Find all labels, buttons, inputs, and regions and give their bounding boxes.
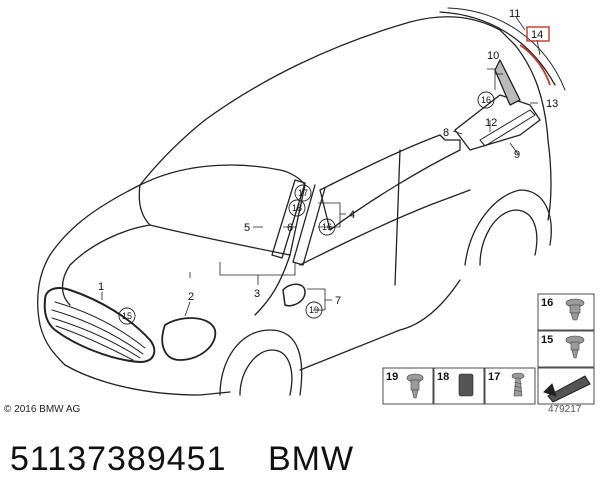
legend-box-arrow bbox=[537, 367, 595, 405]
callout-12: 12 bbox=[485, 117, 497, 129]
callout-13: 13 bbox=[546, 98, 558, 110]
body-outline bbox=[37, 119, 206, 366]
callout-19: 19 bbox=[309, 305, 319, 315]
callout-4: 4 bbox=[349, 209, 355, 221]
callout-10: 10 bbox=[487, 50, 499, 62]
callout-3: 3 bbox=[254, 288, 260, 300]
callout-7: 7 bbox=[335, 295, 341, 307]
roof-spoiler bbox=[439, 11, 556, 86]
screw-17-icon bbox=[511, 372, 525, 397]
callout-16-b: 16 bbox=[481, 95, 491, 105]
callout-5: 5 bbox=[244, 222, 250, 234]
parts-diagram: 1 2 3 4 5 6 7 8 9 10 11 12 13 14 15 17 1… bbox=[37, 7, 595, 405]
callout-11: 11 bbox=[509, 8, 520, 20]
callout-17: 17 bbox=[298, 188, 308, 198]
callout-16-a: 16 bbox=[322, 222, 332, 232]
clip-16-icon bbox=[565, 298, 585, 321]
drawing-number: 479217 bbox=[548, 404, 582, 415]
windshield bbox=[138, 164, 306, 256]
copyright-text: © 2016 BMW AG bbox=[4, 404, 81, 415]
roof-rail-trim bbox=[479, 109, 536, 147]
callout-9: 9 bbox=[514, 149, 520, 161]
part-number: 51137389451 bbox=[10, 440, 227, 478]
callout-15: 15 bbox=[122, 311, 132, 321]
legend-label-15: 15 bbox=[541, 334, 553, 346]
grommet-18-icon bbox=[458, 373, 474, 397]
highlighted-part-14 bbox=[519, 44, 551, 86]
legend-box-17 bbox=[484, 367, 536, 405]
grille bbox=[43, 287, 156, 363]
legend-box-19 bbox=[382, 367, 434, 405]
rear-window bbox=[454, 94, 541, 151]
arrow-icon bbox=[543, 375, 591, 403]
brand-name: BMW bbox=[268, 440, 355, 478]
headlight-ring bbox=[161, 317, 217, 361]
legend-label-19: 19 bbox=[386, 371, 398, 383]
roof-outline bbox=[204, 16, 516, 121]
callout-14-box bbox=[526, 26, 550, 42]
legend-box-15 bbox=[537, 330, 595, 368]
legend-box-16 bbox=[537, 293, 595, 331]
front-wheel-arch bbox=[219, 329, 303, 396]
callout-18: 18 bbox=[292, 203, 302, 213]
callout-6: 6 bbox=[287, 222, 293, 234]
legend-label-17: 17 bbox=[488, 371, 500, 383]
rear-wheel-arch bbox=[464, 189, 552, 266]
legend-box-18 bbox=[433, 367, 485, 405]
legend-label-16: 16 bbox=[541, 297, 553, 309]
legend-label-18: 18 bbox=[437, 371, 449, 383]
a-pillar-trim bbox=[271, 179, 306, 259]
mirror bbox=[282, 283, 306, 307]
callout-8: 8 bbox=[443, 127, 449, 139]
clip-19-icon bbox=[406, 373, 424, 399]
callout-1: 1 bbox=[98, 281, 104, 293]
callout-14: 14 bbox=[531, 29, 543, 41]
callout-2: 2 bbox=[188, 291, 194, 303]
clip-15-icon bbox=[565, 335, 585, 359]
side-window bbox=[319, 134, 461, 231]
hood bbox=[61, 224, 151, 306]
